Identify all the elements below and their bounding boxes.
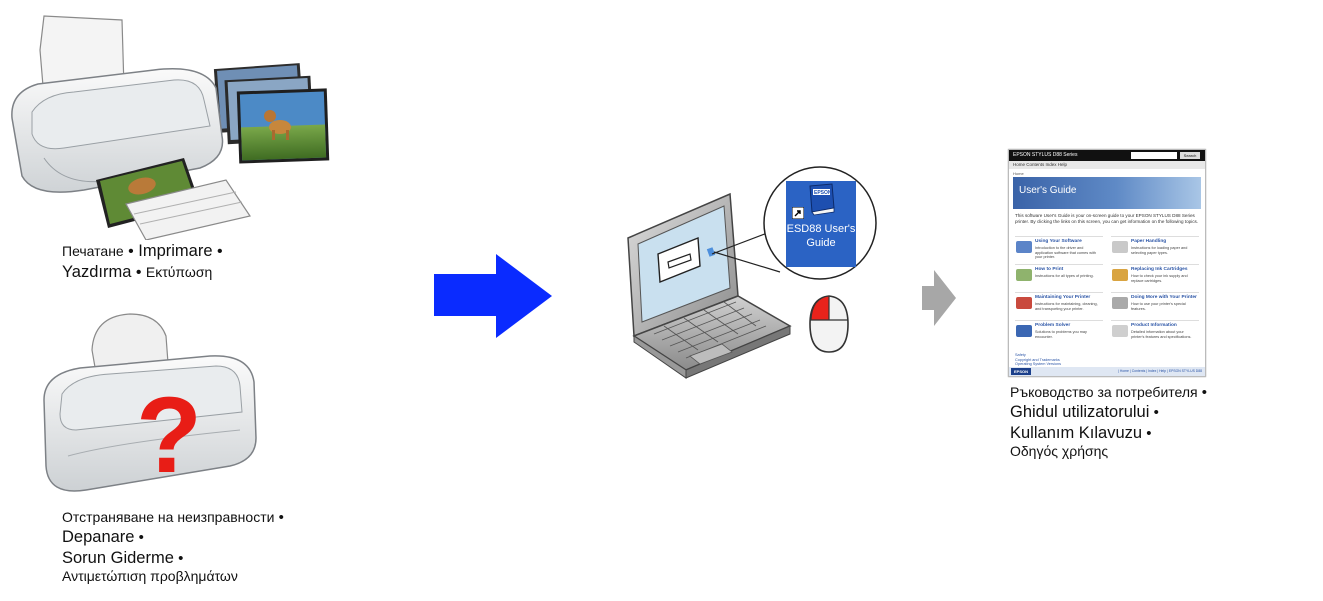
guide-link[interactable]: Safety bbox=[1015, 353, 1026, 357]
guide-caption-line3: Kullanım Kılavuzu • bbox=[1010, 423, 1310, 443]
user-guide-desktop-icon[interactable]: EPSON ESD88 User's Guide bbox=[786, 180, 856, 266]
guide-topbar-title: EPSON STYLUS D88 Series bbox=[1013, 152, 1078, 158]
print-label-el: Εκτύπωση bbox=[145, 263, 213, 280]
print-caption: Печатане • Imprimare • Yazdırma • Εκτύπω… bbox=[62, 241, 322, 282]
icon-label-line1: ESD88 User's bbox=[786, 223, 856, 235]
ink-cartridge-icon bbox=[1112, 269, 1128, 281]
guide-topic-desc: How to use your printer's special featur… bbox=[1131, 302, 1186, 311]
guide-topic[interactable]: How to Print Instructions for all types … bbox=[1015, 264, 1103, 298]
trouble-label-ro: Depanare bbox=[62, 528, 135, 547]
guide-topic[interactable]: Replacing Ink Cartridges How to check yo… bbox=[1111, 264, 1199, 298]
bullet: • bbox=[138, 529, 144, 547]
epson-brand-label: EPSON bbox=[814, 190, 832, 196]
guide-topic-desc: Introduction to the driver and applicati… bbox=[1035, 246, 1096, 260]
laptop-icon bbox=[627, 192, 792, 379]
print-icon bbox=[1016, 269, 1032, 281]
guide-caption: Ръководство за потребителя • Ghidul util… bbox=[1010, 384, 1310, 461]
guide-banner-title: User's Guide bbox=[1019, 185, 1077, 196]
guide-topic-desc: How to check your ink supply and replace… bbox=[1131, 274, 1188, 283]
guide-topic[interactable]: Doing More with Your Printer How to use … bbox=[1111, 292, 1199, 326]
bullet: • bbox=[135, 263, 142, 281]
gray-arrow-icon bbox=[922, 270, 956, 326]
guide-topic-desc: Solutions to problems you may encounter. bbox=[1035, 330, 1087, 339]
guide-topic-desc: Instructions for loading paper and selec… bbox=[1131, 246, 1188, 255]
guide-topic-title: Product Information bbox=[1131, 323, 1177, 328]
guide-search-button[interactable]: Search bbox=[1180, 152, 1200, 159]
guide-label-tr: Kullanım Kılavuzu bbox=[1010, 423, 1143, 442]
blue-arrow-icon bbox=[434, 254, 552, 338]
epson-logo: EPSON bbox=[1011, 368, 1031, 375]
bullet: • bbox=[178, 549, 184, 567]
guide-topic-title: Doing More with Your Printer bbox=[1131, 295, 1197, 300]
svg-text:?: ? bbox=[136, 374, 202, 495]
trouble-caption-line2: Depanare • bbox=[62, 527, 402, 547]
maintenance-icon bbox=[1016, 297, 1032, 309]
print-caption-line1: Печатане • Imprimare • bbox=[62, 241, 322, 262]
guide-nav[interactable]: Home Contents Index Help bbox=[1009, 161, 1205, 169]
guide-topic-desc: Detailed information about your printer'… bbox=[1131, 330, 1192, 339]
guide-search-input[interactable] bbox=[1131, 152, 1177, 159]
guide-link[interactable]: Operating System Versions bbox=[1015, 362, 1062, 367]
guide-topic[interactable]: Maintaining Your Printer Instructions fo… bbox=[1015, 292, 1103, 326]
trouble-label-bg: Отстраняване на неизправности bbox=[62, 509, 275, 525]
print-label-ro: Imprimare bbox=[138, 242, 213, 260]
printer-icon bbox=[1112, 297, 1128, 309]
guide-topic-title: Replacing Ink Cartridges bbox=[1131, 267, 1188, 272]
shortcut-arrow-icon bbox=[792, 207, 804, 219]
guide-label-el: Οδηγός χρήσης bbox=[1010, 442, 1109, 459]
guide-topic-title: Using Your Software bbox=[1035, 239, 1082, 244]
guide-topic-title: Problem Solver bbox=[1035, 323, 1071, 328]
guide-topbar: EPSON STYLUS D88 Series bbox=[1009, 150, 1205, 161]
guide-topic-desc: Instructions for all types of printing. bbox=[1035, 274, 1094, 278]
guide-label-ro: Ghidul utilizatorului bbox=[1010, 403, 1150, 422]
problem-solver-icon bbox=[1016, 325, 1032, 337]
guide-topic[interactable]: Problem Solver Solutions to problems you… bbox=[1015, 320, 1103, 354]
trouble-caption-line3: Sorun Giderme • bbox=[62, 548, 402, 568]
guide-label-bg: Ръководство за потребителя bbox=[1010, 384, 1198, 400]
software-icon bbox=[1016, 241, 1032, 253]
mouse-icon bbox=[809, 295, 849, 353]
guide-topic[interactable]: Product Information Detailed information… bbox=[1111, 320, 1199, 354]
print-label-bg: Печатане bbox=[62, 243, 124, 259]
product-info-icon bbox=[1112, 325, 1128, 337]
guide-topic-title: Paper Handling bbox=[1131, 239, 1167, 244]
guide-banner: User's Guide bbox=[1013, 177, 1201, 209]
guide-intro: This software User's Guide is your on-sc… bbox=[1015, 213, 1199, 224]
bullet: • bbox=[128, 243, 134, 260]
guide-home-link[interactable]: Home bbox=[1013, 171, 1024, 176]
guide-footer: EPSON | Home | Contents | Index | Help |… bbox=[1009, 367, 1205, 376]
trouble-label-tr: Sorun Giderme bbox=[62, 548, 174, 567]
guide-links: Safety Copyright and Trademarks Operatin… bbox=[1015, 353, 1061, 367]
user-guide-icon-label: ESD88 User's Guide bbox=[786, 222, 856, 250]
trouble-caption-line4: Αντιμετώπιση προβλημάτων bbox=[62, 568, 402, 586]
print-caption-line2: Yazdırma • Εκτύπωση bbox=[62, 262, 322, 283]
bullet: • bbox=[216, 243, 223, 260]
guide-topic-desc: Instructions for maintaining, cleaning, … bbox=[1035, 302, 1098, 311]
guide-caption-line4: Οδηγός χρήσης bbox=[1010, 443, 1310, 461]
bullet: • bbox=[1201, 384, 1208, 401]
printer-question-icon: ? bbox=[43, 313, 257, 495]
trouble-caption: Отстраняване на неизправности • Depanare… bbox=[62, 509, 402, 586]
users-guide-page: EPSON STYLUS D88 Series Search Home Cont… bbox=[1008, 149, 1206, 377]
printer-photo-icon bbox=[11, 15, 330, 240]
guide-topic[interactable]: Using Your Software Introduction to the … bbox=[1015, 236, 1103, 270]
guide-topic-title: Maintaining Your Printer bbox=[1035, 295, 1091, 300]
guide-caption-line2: Ghidul utilizatorului • bbox=[1010, 402, 1310, 422]
paper-icon bbox=[1112, 241, 1128, 253]
icon-label-line2: Guide bbox=[806, 237, 836, 249]
guide-link[interactable]: Copyright and Trademarks bbox=[1015, 357, 1060, 362]
guide-footer-links[interactable]: | Home | Contents | Index | Help | EPSON… bbox=[1118, 369, 1202, 373]
trouble-label-el: Αντιμετώπιση προβλημάτων bbox=[62, 567, 238, 584]
bullet: • bbox=[1153, 404, 1159, 422]
print-label-tr: Yazdırma bbox=[62, 262, 132, 281]
guide-topic-title: How to Print bbox=[1035, 267, 1064, 272]
guide-topic[interactable]: Paper Handling Instructions for loading … bbox=[1111, 236, 1199, 270]
bullet: • bbox=[278, 509, 284, 526]
bullet: • bbox=[1146, 424, 1152, 442]
trouble-caption-line1: Отстраняване на неизправности • bbox=[62, 509, 402, 527]
guide-caption-line1: Ръководство за потребителя • bbox=[1010, 384, 1310, 402]
user-guide-book-icon bbox=[809, 183, 835, 216]
